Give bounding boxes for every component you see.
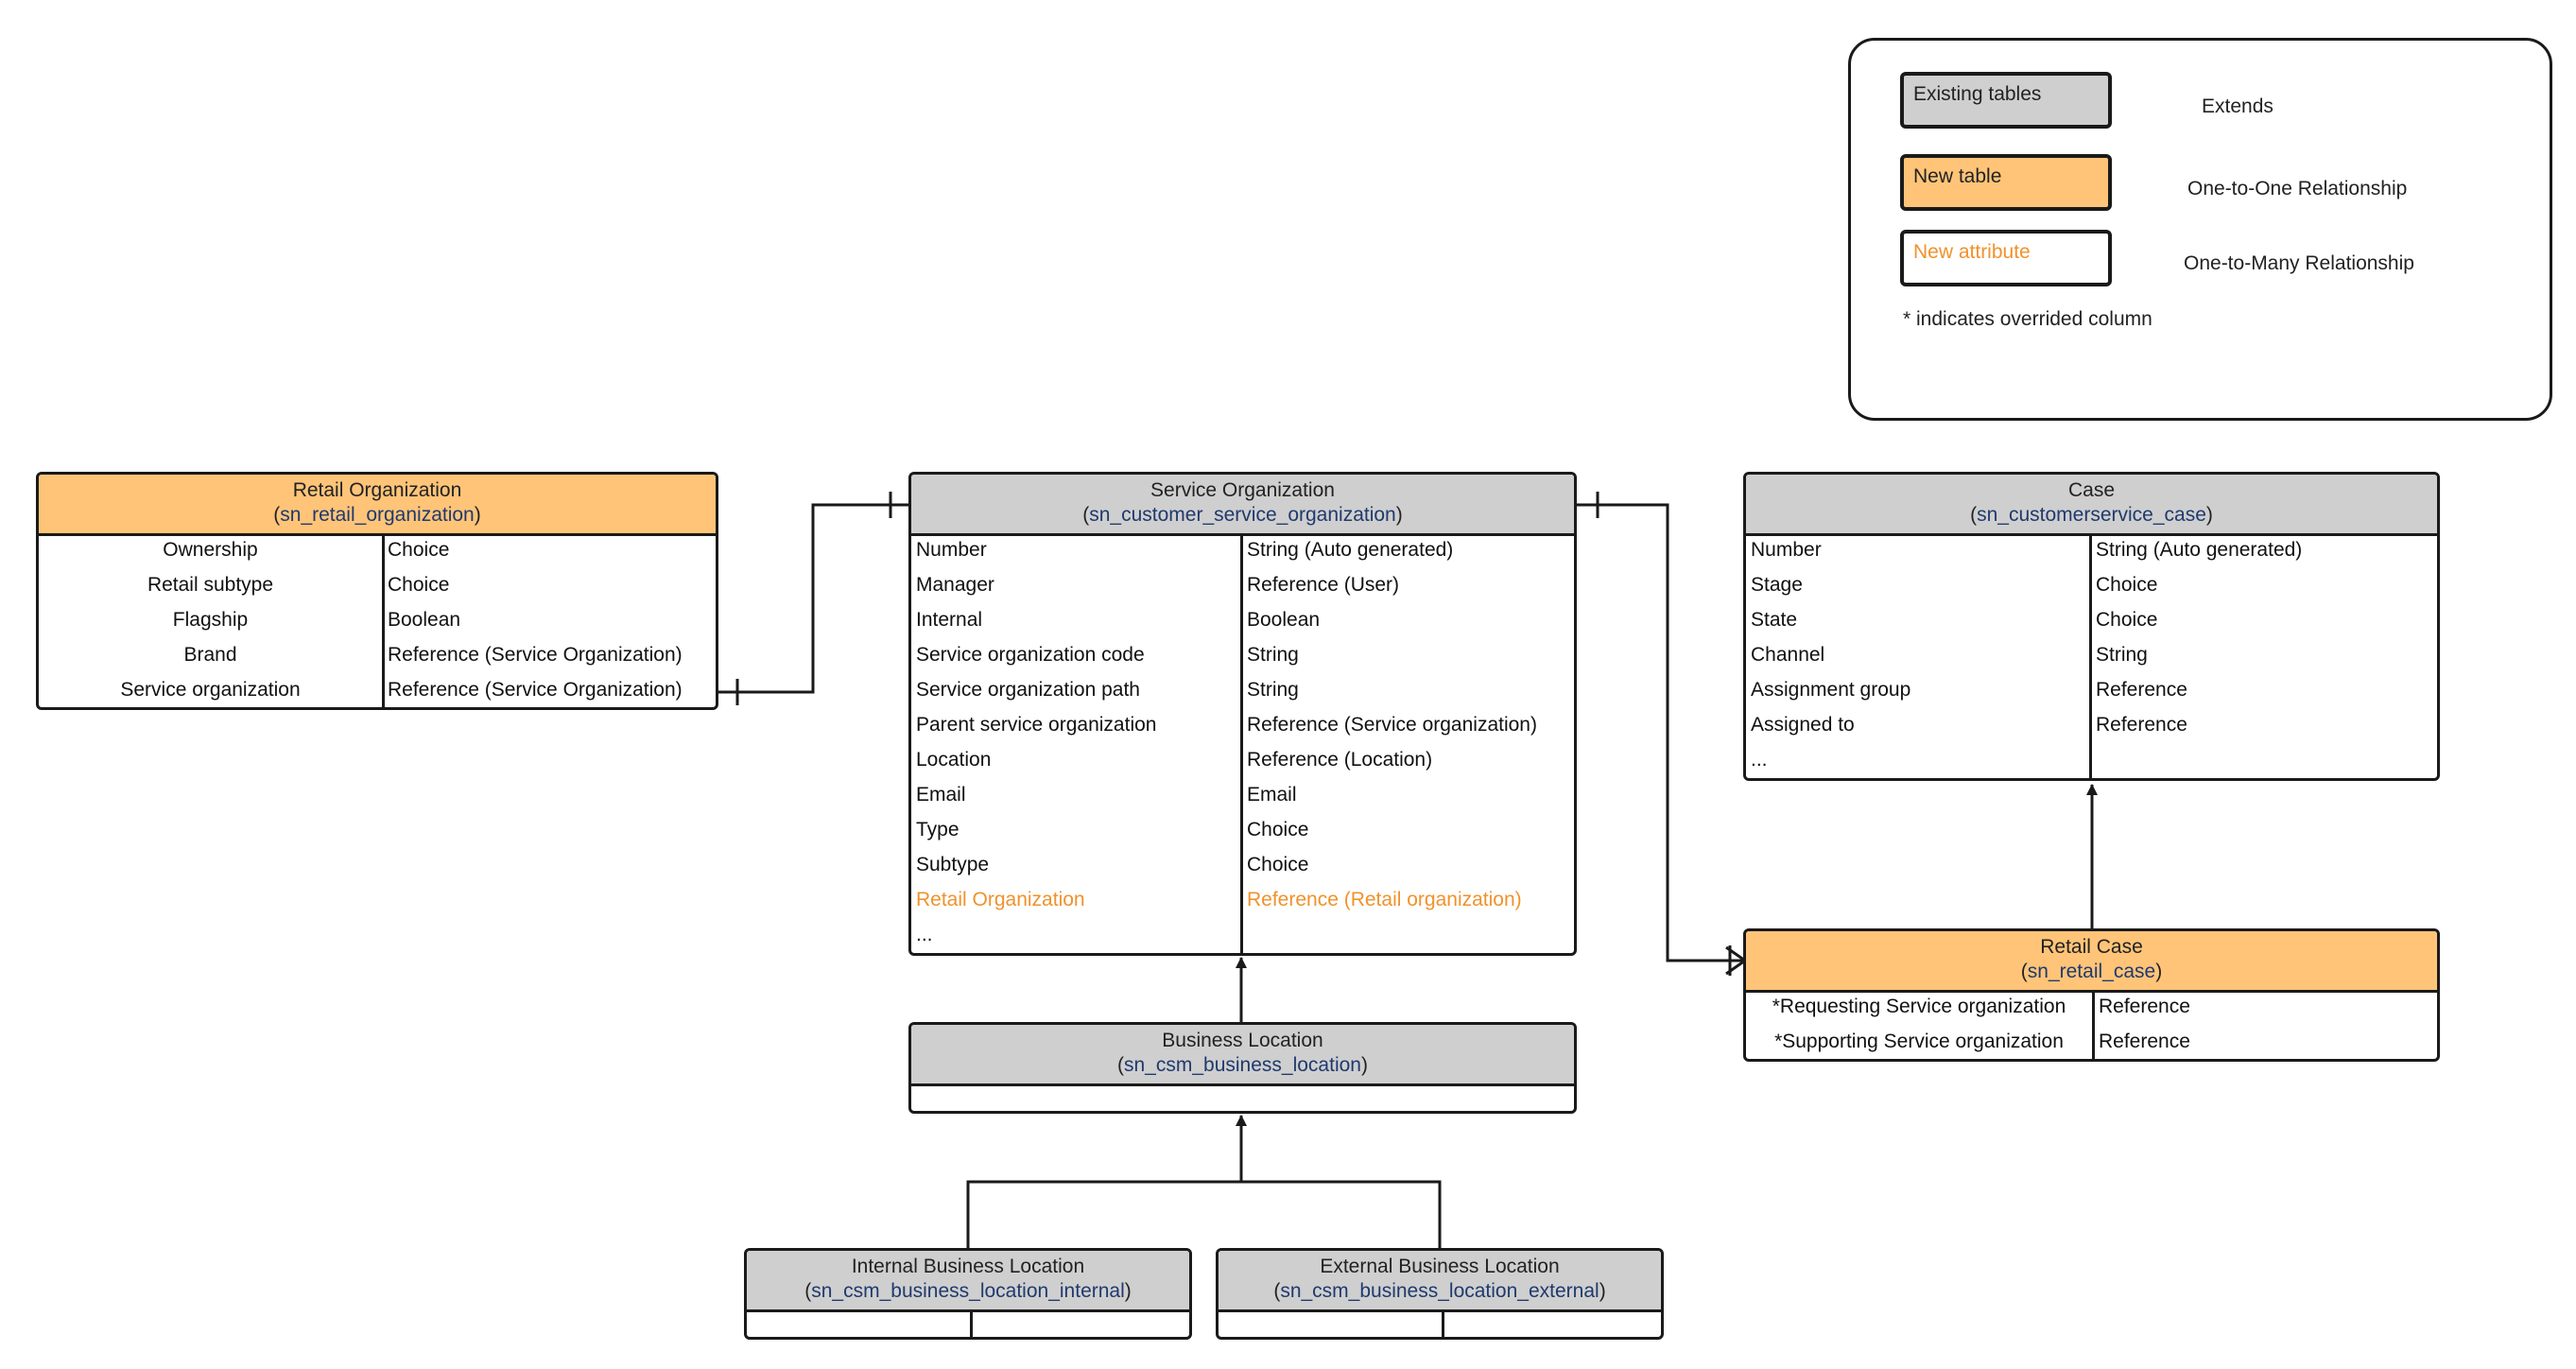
field-name: Service organization path: [916, 679, 1140, 701]
table-internal-business-location: Internal Business Location (sn_csm_busin…: [744, 1248, 1192, 1340]
field-type: Choice: [388, 539, 450, 561]
table-header: Service Organization (sn_customer_servic…: [911, 475, 1574, 536]
table-business-location: Business Location (sn_csm_business_locat…: [908, 1022, 1577, 1114]
legend-existing-tables-swatch: Existing tables: [1900, 72, 2112, 129]
table-title: Service Organization: [1150, 479, 1335, 501]
table-title: Business Location: [1162, 1030, 1323, 1051]
field-name: Flagship: [172, 609, 249, 631]
field-type: Reference: [2099, 996, 2190, 1017]
field-type: String: [1247, 644, 1299, 666]
field-name: Service organization code: [916, 644, 1145, 666]
link-retail-org-service-org: [718, 503, 911, 694]
table-header: Business Location (sn_csm_business_locat…: [911, 1025, 1574, 1086]
legend-panel: Existing tables New table New attribute …: [1848, 38, 2552, 421]
field-name: ...: [1751, 749, 1768, 771]
field-type: Email: [1247, 784, 1297, 806]
field-name: Number: [1751, 539, 1822, 561]
field-name: Location: [916, 749, 992, 771]
legend-note: * indicates overrided column: [1903, 308, 2152, 330]
table-service-organization: Service Organization (sn_customer_servic…: [908, 472, 1577, 956]
table-sysname: sn_customerservice_case: [1977, 504, 2206, 526]
field-type: Reference (User): [1247, 574, 1400, 596]
field-type: Reference: [2099, 1031, 2190, 1052]
table-title: Retail Case: [2040, 936, 2143, 958]
table-sysname: sn_retail_organization: [280, 504, 475, 526]
field-name: Brand: [183, 644, 237, 666]
legend-new-attribute-swatch: New attribute: [1900, 230, 2112, 286]
legend-new-table-swatch: New table: [1900, 154, 2112, 211]
field-type: Choice: [2096, 609, 2158, 631]
table-retail-organization: Retail Organization (sn_retail_organizat…: [36, 472, 718, 710]
legend-existing-tables-label: Existing tables: [1913, 83, 2042, 105]
table-body: *Requesting Service organization *Support…: [1746, 993, 2437, 1059]
field-name: Parent service organization: [916, 714, 1157, 736]
field-type: Reference (Service Organization): [388, 679, 683, 701]
legend-new-table-label: New table: [1913, 165, 2002, 187]
field-name: Retail subtype: [147, 574, 274, 596]
legend-one-to-many-label: One-to-Many Relationship: [2184, 252, 2414, 274]
field-name: Assignment group: [1751, 679, 1911, 701]
legend-extends-label: Extends: [2202, 95, 2273, 117]
field-type: String (Auto generated): [2096, 539, 2303, 561]
field-name: State: [1751, 609, 1798, 631]
table-header: External Business Location (sn_csm_busin…: [1219, 1251, 1661, 1312]
field-name: Subtype: [916, 854, 990, 875]
field-type: Choice: [2096, 574, 2158, 596]
field-name: *Supporting Service organization: [1774, 1031, 2064, 1052]
legend-one-to-one-label: One-to-One Relationship: [2187, 178, 2408, 199]
table-sysname: sn_csm_business_location: [1124, 1054, 1361, 1076]
table-title: Internal Business Location: [851, 1256, 1085, 1277]
table-external-business-location: External Business Location (sn_csm_busin…: [1216, 1248, 1664, 1340]
field-name: Stage: [1751, 574, 1803, 596]
table-sysname: sn_retail_case: [2027, 961, 2156, 982]
field-name: Number: [916, 539, 987, 561]
field-name: Service organization: [120, 679, 301, 701]
field-name: Ownership: [163, 539, 258, 561]
table-sysname: sn_csm_business_location_internal: [811, 1280, 1125, 1302]
field-name: Manager: [916, 574, 994, 596]
field-name: Internal: [916, 609, 983, 631]
table-sysname: sn_csm_business_location_external: [1280, 1280, 1599, 1302]
field-type: Reference (Retail organization): [1247, 889, 1522, 910]
table-retail-case: Retail Case (sn_retail_case) *Requesting…: [1743, 928, 2440, 1062]
field-name: *Requesting Service organization: [1772, 996, 2066, 1017]
field-type: Boolean: [388, 609, 461, 631]
field-type: Reference (Location): [1247, 749, 1433, 771]
field-type: String: [2096, 644, 2148, 666]
field-type: Boolean: [1247, 609, 1321, 631]
field-name: Retail Organization: [916, 889, 1085, 910]
link-service-org-retail-case: [1577, 503, 1745, 962]
table-header: Case (sn_customerservice_case): [1746, 475, 2437, 536]
field-type: Reference: [2096, 714, 2187, 736]
field-type: Choice: [1247, 819, 1309, 840]
field-name: Assigned to: [1751, 714, 1855, 736]
field-name: Email: [916, 784, 966, 806]
table-sysname: sn_customer_service_organization: [1089, 504, 1396, 526]
field-name: Type: [916, 819, 960, 840]
field-type: Choice: [1247, 854, 1309, 875]
table-header: Retail Case (sn_retail_case): [1746, 931, 2437, 993]
table-title: External Business Location: [1320, 1256, 1560, 1277]
table-title: Retail Organization: [292, 479, 462, 501]
table-header: Internal Business Location (sn_csm_busin…: [747, 1251, 1189, 1312]
field-type: Reference (Service organization): [1247, 714, 1537, 736]
extends-internal-external-bl: [966, 1180, 1442, 1250]
field-type: Reference: [2096, 679, 2187, 701]
field-type: Reference (Service Organization): [388, 644, 683, 666]
field-name: ...: [916, 924, 933, 945]
field-type: String (Auto generated): [1247, 539, 1454, 561]
field-type: Choice: [388, 574, 450, 596]
field-type: String: [1247, 679, 1299, 701]
table-title: Case: [2067, 479, 2116, 501]
table-header: Retail Organization (sn_retail_organizat…: [39, 475, 716, 536]
field-name: Channel: [1751, 644, 1825, 666]
legend-new-attribute-label: New attribute: [1913, 241, 2031, 263]
